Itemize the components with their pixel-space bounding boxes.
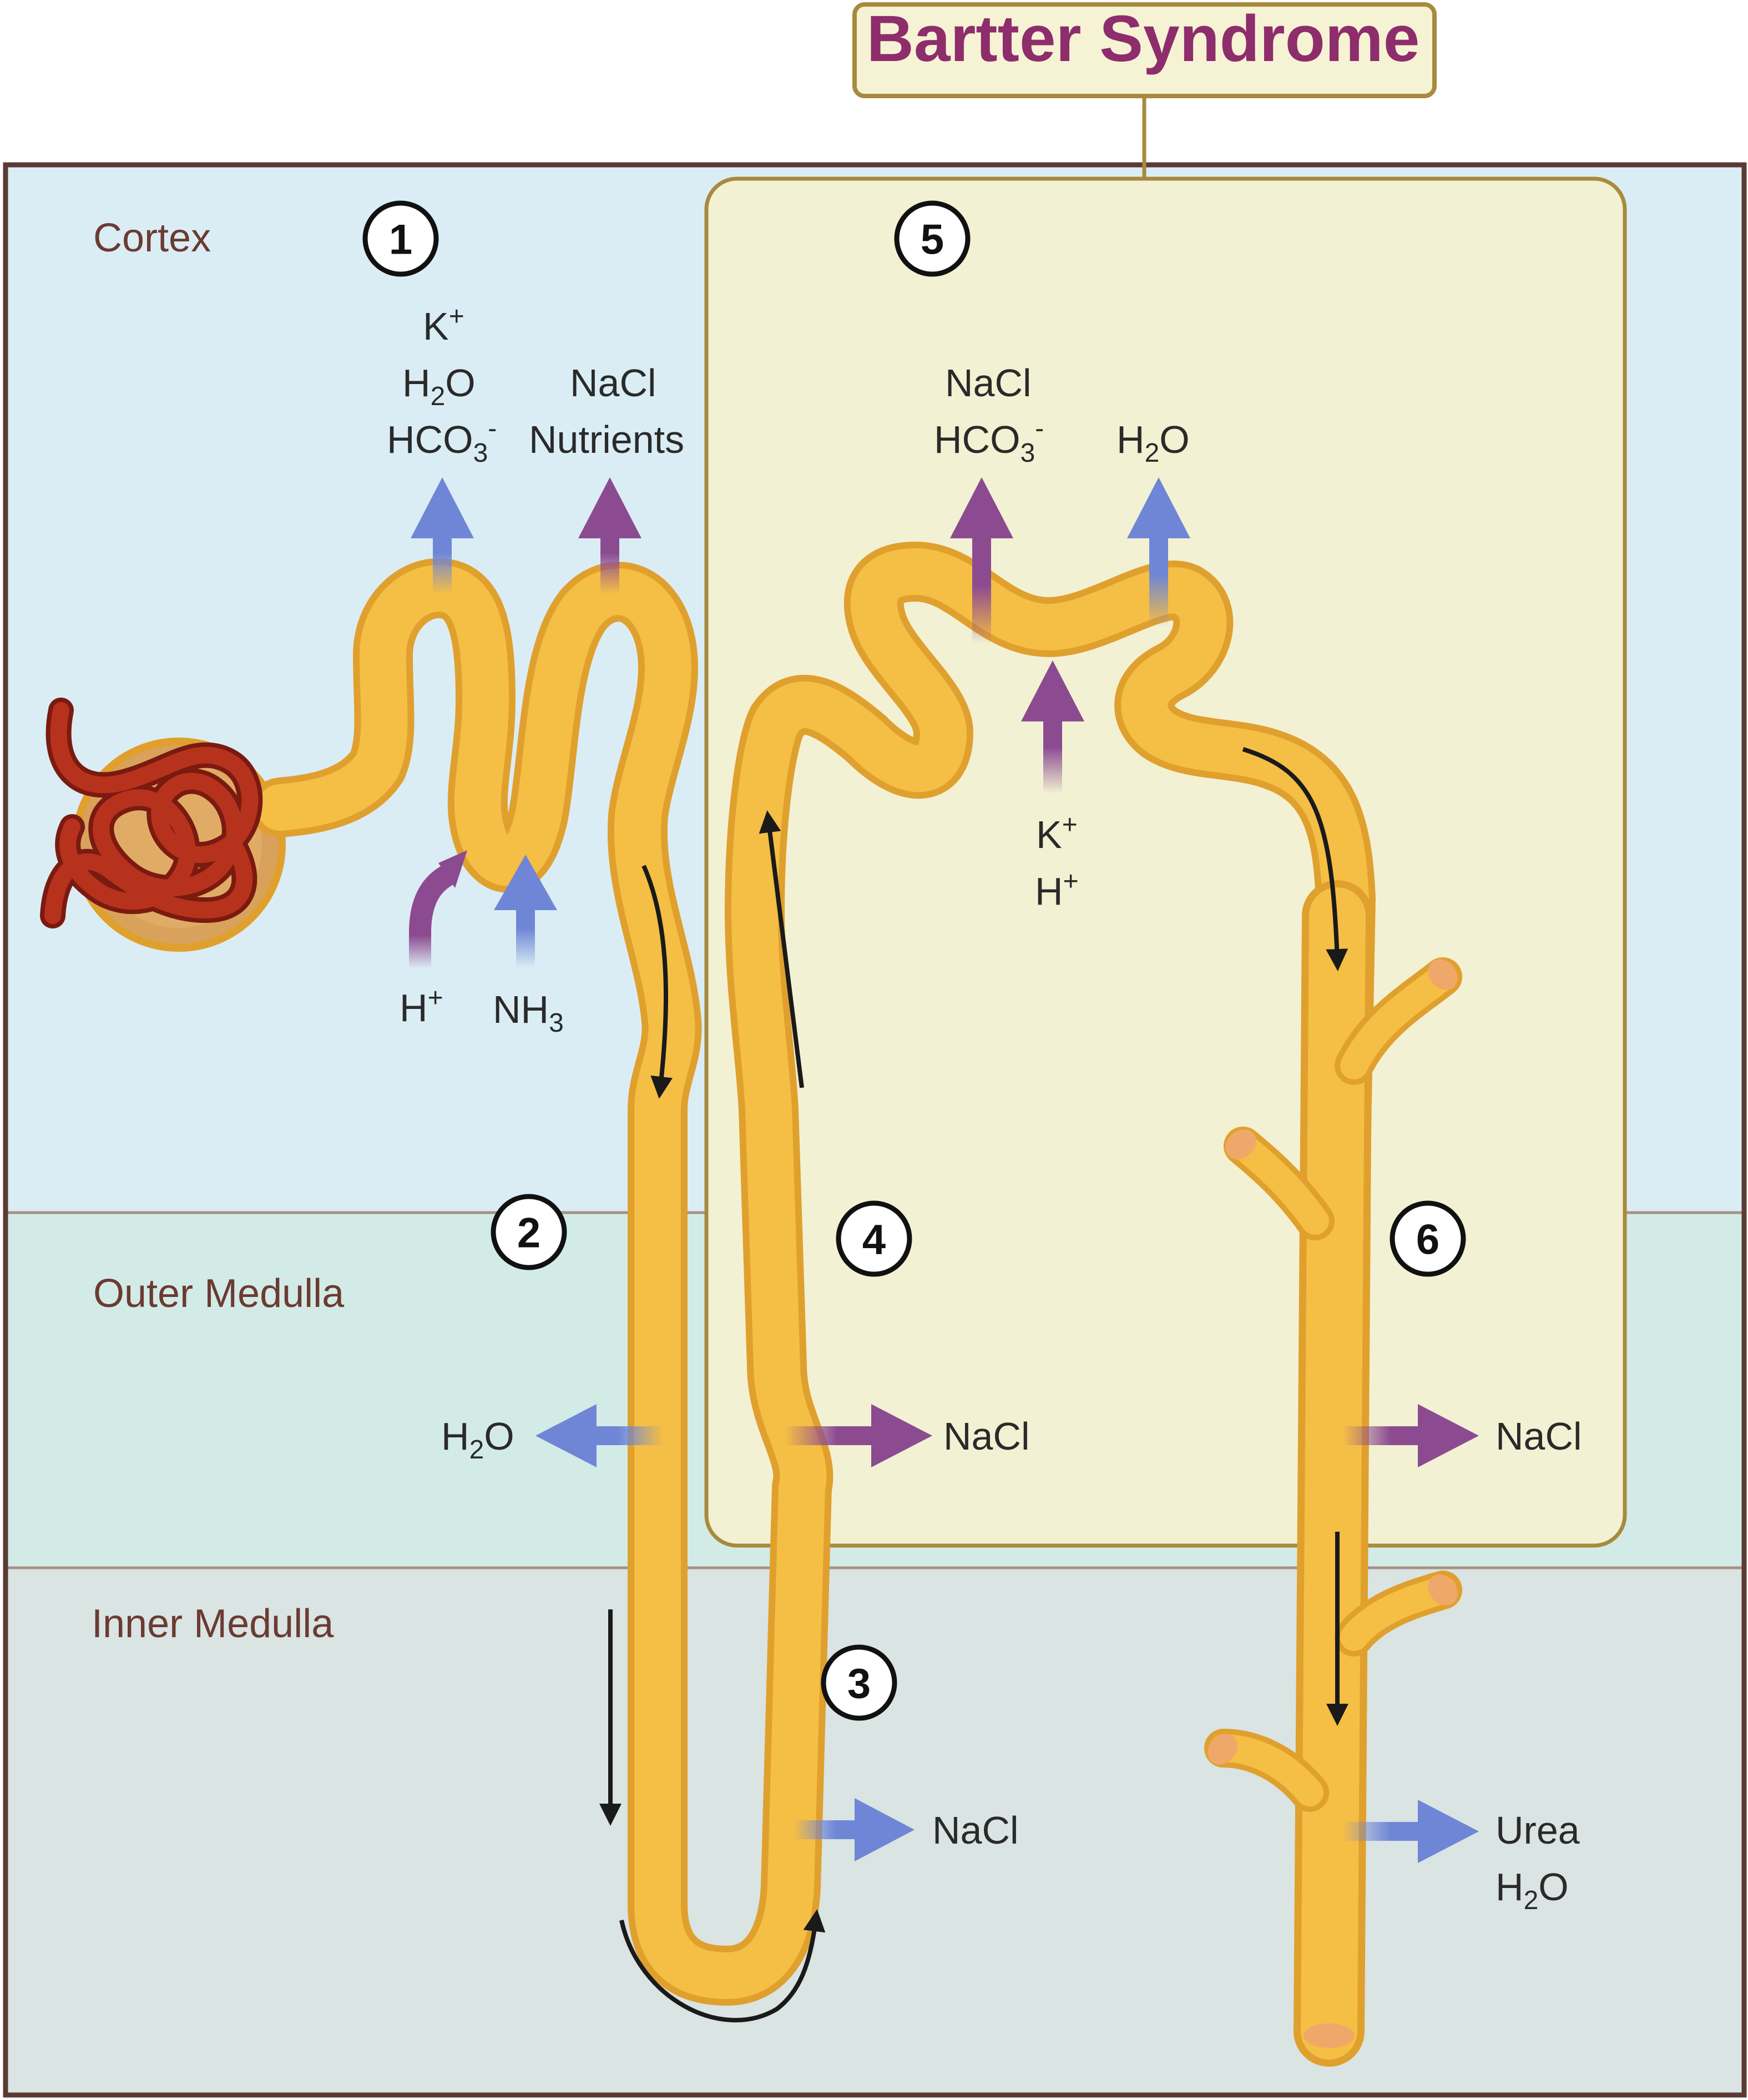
label-seg5-h2o: H2O <box>1117 418 1190 468</box>
label-seg1-k: K+ <box>423 302 464 348</box>
marker-2-label: 2 <box>517 1210 540 1257</box>
nephron-tubule <box>40 542 1462 2067</box>
marker-2: 2 <box>491 1194 567 1270</box>
marker-5-label: 5 <box>921 216 944 264</box>
nephron-path-fill <box>257 548 1369 2054</box>
marker-1-label: 1 <box>389 216 412 264</box>
arrow-up-blue-nh3 <box>494 855 557 968</box>
label-seg3-nacl: NaCl <box>932 1809 1019 1852</box>
marker-6: 6 <box>1390 1200 1466 1277</box>
marker-6-label: 6 <box>1416 1216 1439 1264</box>
marker-4-label: 4 <box>862 1216 886 1264</box>
label-seg1-h2o: H2O <box>402 361 476 411</box>
label-seg1-h: H+ <box>400 983 443 1029</box>
highlight-box <box>704 176 1627 1548</box>
flow-arrows <box>599 747 1348 2023</box>
arrow-up-blue-seg5 <box>1127 477 1190 627</box>
arrow-right-purple-seg4 <box>785 1404 932 1467</box>
label-seg2-h2o: H2O <box>441 1415 514 1465</box>
label-seg6-urea: Urea <box>1496 1809 1580 1852</box>
label-seg1-nacl: NaCl <box>570 361 656 405</box>
duct-branches <box>1204 957 1462 1812</box>
flow-arrow-ascending <box>759 810 804 1088</box>
arrow-up-purple-seg5 <box>950 477 1013 644</box>
marker-3: 3 <box>821 1644 897 1721</box>
flow-arrow-pst <box>641 865 673 1099</box>
label-seg5-hco3: HCO3- <box>934 414 1044 468</box>
label-seg4-nacl: NaCl <box>943 1415 1030 1458</box>
flow-arrow-dct <box>1242 747 1348 971</box>
label-seg1-nutrients: Nutrients <box>529 418 684 461</box>
arrow-in-purple-seg5 <box>1021 660 1084 794</box>
marker-3-label: 3 <box>847 1660 871 1708</box>
label-seg1-hco3: HCO3- <box>387 414 497 468</box>
zone-label-outer-medulla: Outer Medulla <box>93 1271 345 1316</box>
label-seg1-nh3: NH3 <box>493 988 564 1038</box>
arrow-right-blue-seg6 <box>1343 1800 1479 1863</box>
label-seg5-nacl: NaCl <box>945 361 1032 405</box>
label-seg5-h: H+ <box>1035 867 1079 913</box>
arrow-right-blue-seg3 <box>794 1798 915 1861</box>
zone-label-cortex: Cortex <box>93 216 211 260</box>
marker-1: 1 <box>362 200 439 277</box>
glomerulus <box>40 698 263 928</box>
arrow-up-blue-seg1 <box>411 477 474 594</box>
arrow-up-purple-seg1 <box>578 477 641 594</box>
title-box <box>852 2 1437 98</box>
diagram-frame <box>3 162 1747 2098</box>
solute-arrows <box>409 477 1479 1863</box>
diagram-title: Bartter Syndrome <box>867 2 1420 75</box>
label-seg5-k: K+ <box>1036 810 1078 856</box>
label-seg6-h2o: H2O <box>1496 1865 1569 1915</box>
arrow-in-purple-h <box>409 864 455 968</box>
marker-4: 4 <box>836 1200 912 1277</box>
arrow-left-blue-h2o <box>535 1404 663 1467</box>
zone-label-inner-medulla: Inner Medulla <box>92 1602 334 1646</box>
label-seg6-nacl: NaCl <box>1496 1415 1582 1458</box>
marker-5: 5 <box>894 200 971 277</box>
arrow-right-purple-seg6 <box>1343 1404 1479 1467</box>
flow-arrow-loop-turn <box>619 1909 826 2023</box>
